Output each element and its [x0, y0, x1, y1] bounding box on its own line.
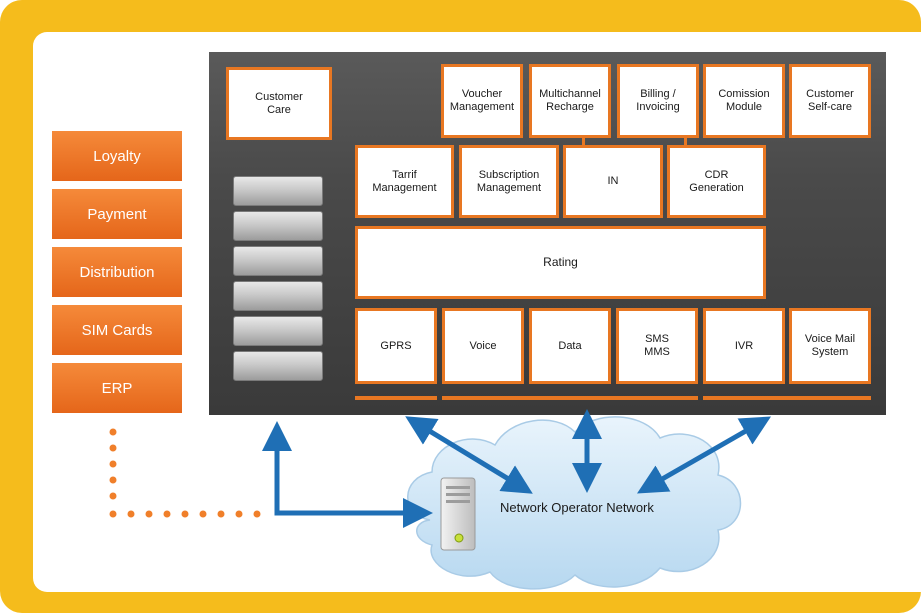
box-comission-module: Comission Module — [703, 64, 785, 138]
module-sim-cards: SIM Cards — [52, 305, 182, 355]
module-loyalty: Loyalty — [52, 131, 182, 181]
box-rating: Rating — [355, 226, 766, 299]
service-bar-3 — [703, 396, 871, 400]
cloud-label: Network Operator Network — [500, 500, 654, 515]
box-sms-mms: SMS MMS — [616, 308, 698, 384]
module-distribution: Distribution — [52, 247, 182, 297]
service-bar-2 — [442, 396, 698, 400]
module-erp: ERP — [52, 363, 182, 413]
box-customer-self-care: Customer Self-care — [789, 64, 871, 138]
server-icon — [440, 477, 476, 551]
box-in: IN — [563, 145, 663, 218]
box-cdr-generation: CDR Generation — [667, 145, 766, 218]
box-gprs: GPRS — [355, 308, 437, 384]
connector-recharge-in — [582, 136, 585, 148]
box-data: Data — [529, 308, 611, 384]
connection-arrows — [262, 409, 772, 528]
box-voucher-management: Voucher Management — [441, 64, 523, 138]
connector-billing-cdr — [684, 136, 687, 148]
box-multichannel-recharge: Multichannel Recharge — [529, 64, 611, 138]
box-customer-care: Customer Care — [226, 67, 332, 140]
service-bar-1 — [355, 396, 437, 400]
box-subscription-management: Subscription Management — [459, 145, 559, 218]
erp-dotted-connector — [109, 428, 261, 518]
box-ivr: IVR — [703, 308, 785, 384]
box-tarrif-management: Tarrif Management — [355, 145, 454, 218]
module-payment: Payment — [52, 189, 182, 239]
box-voice: Voice — [442, 308, 524, 384]
box-billing-invoicing: Billing / Invoicing — [617, 64, 699, 138]
box-voice-mail-system: Voice Mail System — [789, 308, 871, 384]
